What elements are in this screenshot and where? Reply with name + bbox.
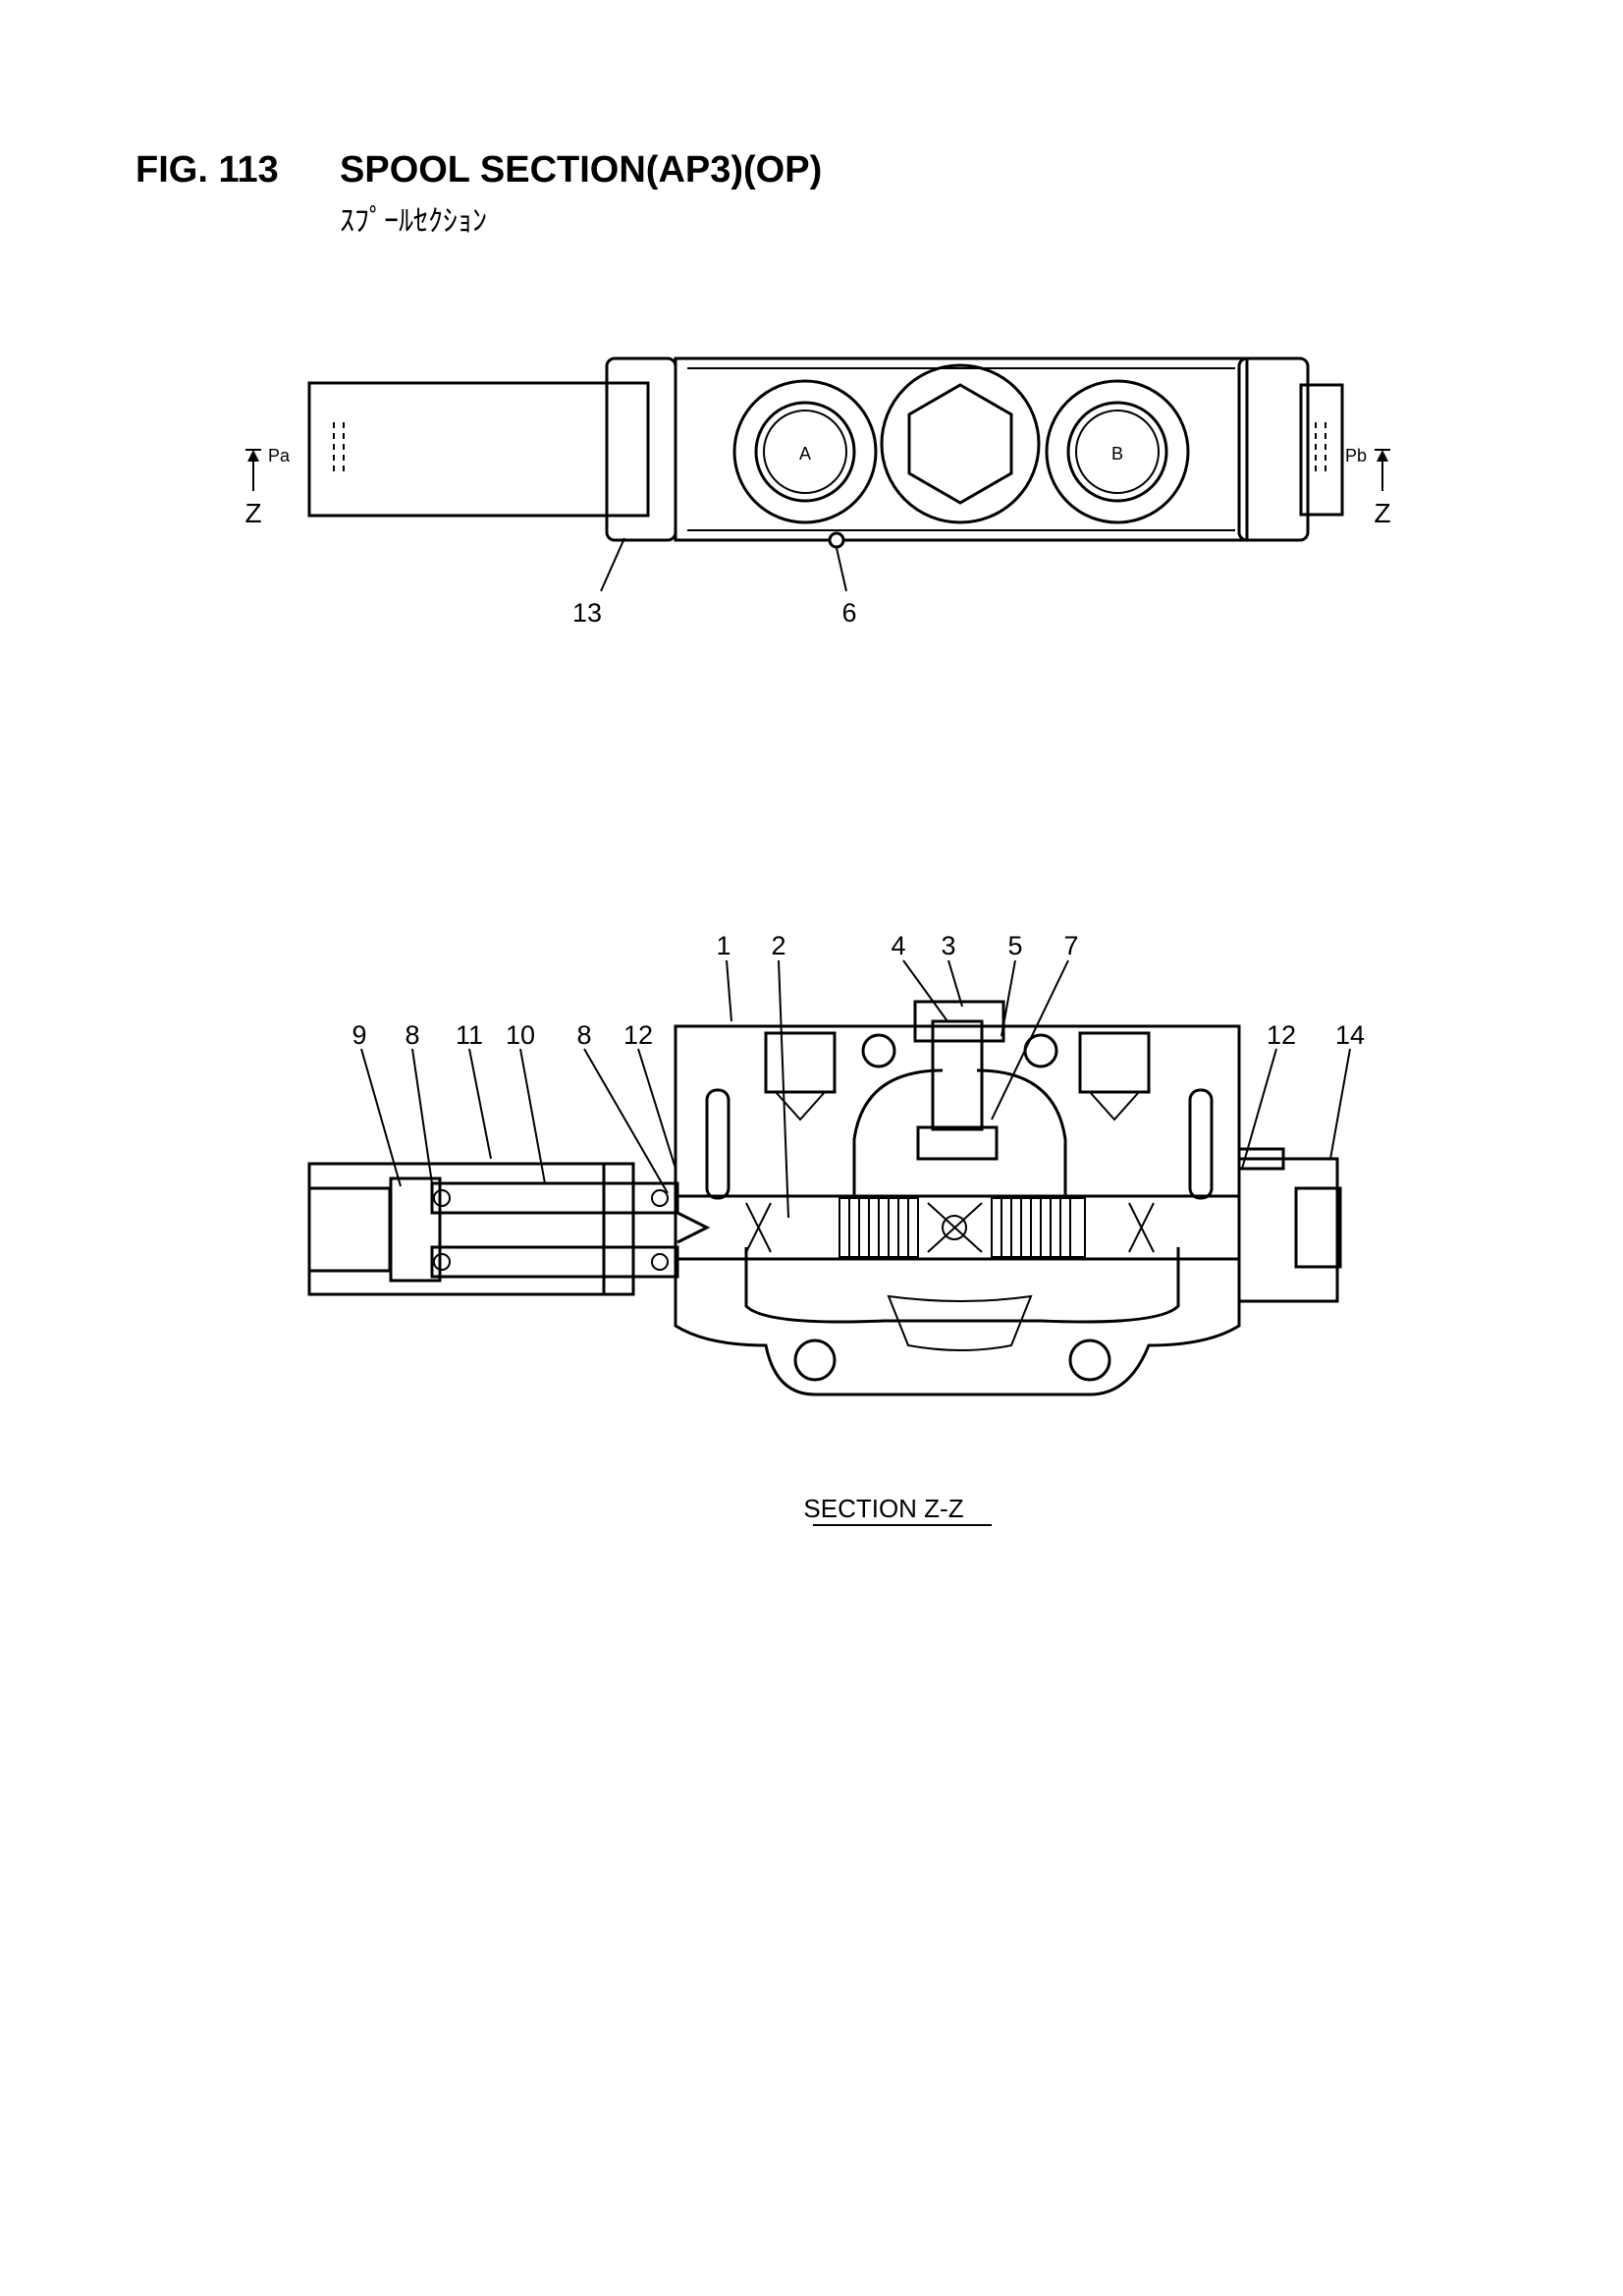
check-4 <box>931 1019 984 1131</box>
center-plug-boss <box>880 363 1041 524</box>
cap-14 <box>1237 1157 1339 1303</box>
right-flange <box>1237 356 1310 542</box>
right-pilot-cap <box>1299 383 1344 517</box>
pilot-port-pa: Pa <box>268 446 291 465</box>
port-b-label: B <box>1111 444 1123 464</box>
spool-lands <box>745 1197 1155 1258</box>
callout-1: 1 <box>716 931 730 960</box>
spring-lower <box>430 1245 679 1279</box>
port-a-boss <box>732 379 878 524</box>
callout-4: 4 <box>891 931 905 960</box>
port-b-boss <box>1045 379 1190 524</box>
port-a-label: A <box>799 444 811 464</box>
callout-12-left: 12 <box>623 1020 653 1050</box>
callout-10: 10 <box>506 1020 535 1050</box>
callout-14: 14 <box>1335 1020 1365 1050</box>
figure-title: SPOOL SECTION(AP3)(OP) <box>340 149 823 191</box>
section-body <box>674 1024 1241 1396</box>
left-pilot-cap <box>307 381 650 518</box>
top-view: A B Pa Z Pb Z 13 6 <box>244 356 1391 628</box>
plug-6 <box>828 531 845 549</box>
hex-plug <box>907 383 1013 505</box>
pilot-port-pb: Pb <box>1345 446 1367 465</box>
callout-7: 7 <box>1063 931 1078 960</box>
left-flange <box>605 356 677 542</box>
callout-3: 3 <box>941 931 955 960</box>
section-mark-z-right: Z <box>1374 498 1390 528</box>
spring-upper <box>430 1181 679 1215</box>
figure-subtitle: ｽﾌﾟｰﾙｾｸｼｮﾝ <box>340 205 487 238</box>
section-mark-z-left: Z <box>244 498 261 528</box>
section-label: SECTION Z-Z <box>803 1494 963 1523</box>
spool <box>674 1194 1241 1261</box>
callout-8-left: 8 <box>405 1020 419 1050</box>
callout-13: 13 <box>572 598 602 628</box>
figure-number: FIG. 113 <box>135 149 279 191</box>
callout-5: 5 <box>1007 931 1022 960</box>
callout-6: 6 <box>841 598 856 628</box>
callout-8-right: 8 <box>576 1020 591 1050</box>
section-view: 1 2 4 3 5 7 9 8 11 10 8 12 12 14 SECTION… <box>307 931 1365 1526</box>
bolt-9 <box>389 1176 442 1283</box>
callout-12-right: 12 <box>1267 1020 1296 1050</box>
callout-9: 9 <box>352 1020 366 1050</box>
callout-11: 11 <box>456 1020 483 1050</box>
callout-2: 2 <box>771 931 785 960</box>
